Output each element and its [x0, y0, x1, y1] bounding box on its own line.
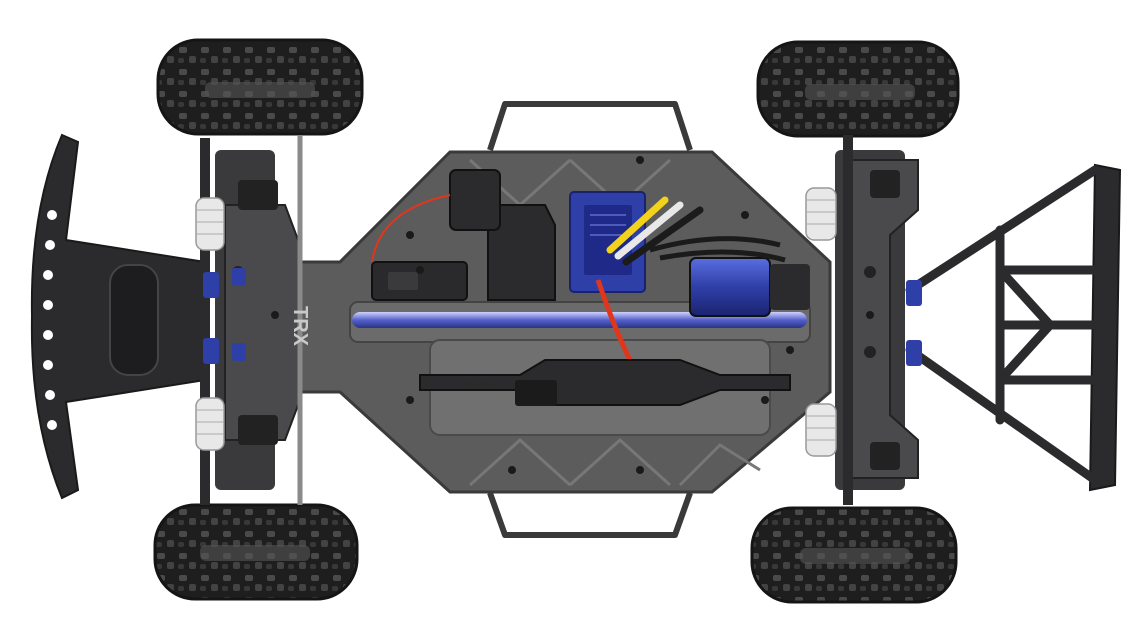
receiver-box [449, 169, 556, 301]
chassis-screws [271, 156, 874, 474]
tire-front-right [153, 503, 359, 601]
brushless-motor [689, 257, 810, 317]
rear-suspension [835, 135, 919, 505]
motor-wires [606, 196, 786, 266]
rear-shock-right [805, 403, 837, 457]
front-bumper [30, 133, 206, 500]
battery-strap: Traxxas [419, 359, 791, 406]
rear-bumper [905, 163, 1122, 492]
front-shock-left [195, 197, 225, 251]
blue-hub-carriers [203, 268, 922, 366]
front-shock-right [195, 397, 225, 451]
tire-rear-left [756, 40, 960, 138]
tire-rear-right [750, 506, 958, 604]
chassis-logo: TRX [289, 306, 311, 347]
tire-front-left [156, 38, 364, 136]
esc-unit [569, 191, 646, 293]
trx-logo-text: TRX [289, 306, 311, 347]
strap-label: Traxxas [465, 379, 499, 389]
body-mount-top [487, 101, 693, 151]
body-mount-bottom [487, 491, 693, 538]
steering-servo [371, 194, 468, 301]
rear-shock-left [805, 187, 837, 241]
